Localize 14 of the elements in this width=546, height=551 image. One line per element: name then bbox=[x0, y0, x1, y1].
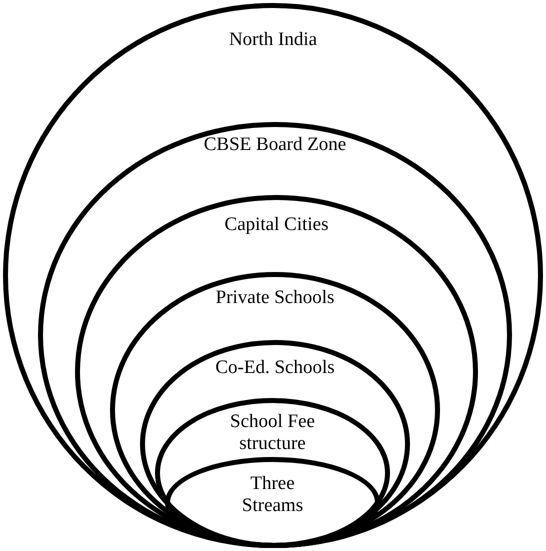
ellipse bbox=[75, 195, 478, 548]
ellipse-label: Private Schools bbox=[216, 287, 334, 309]
ellipse bbox=[3, 3, 543, 548]
ellipse-label: Three Streams bbox=[240, 473, 304, 517]
ellipse-label: School Fee structure bbox=[229, 411, 316, 455]
ellipse bbox=[165, 457, 380, 548]
ellipse bbox=[38, 122, 512, 548]
ellipse-label: North India bbox=[228, 29, 318, 51]
ellipse bbox=[110, 272, 440, 548]
ellipse bbox=[140, 340, 410, 548]
ellipse bbox=[155, 398, 390, 548]
ellipse-label: CBSE Board Zone bbox=[204, 134, 346, 156]
ellipse-label: Co-Ed. Schools bbox=[215, 357, 335, 379]
ellipse-label: Capital Cities bbox=[224, 214, 328, 236]
